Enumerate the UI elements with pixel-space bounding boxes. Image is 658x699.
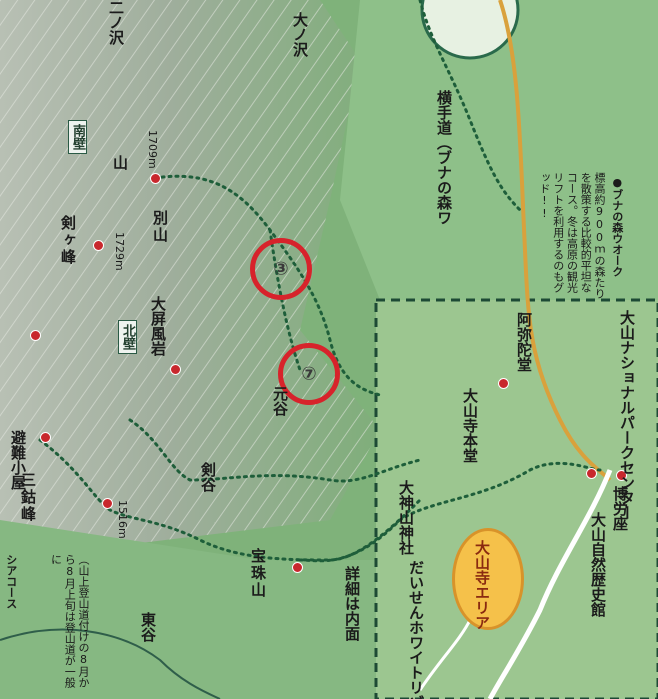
- inset-area: [376, 300, 658, 699]
- label-yokote: 横手道（ブナの森ワ: [435, 90, 453, 225]
- label-inset-note: 詳細は内面: [343, 566, 361, 641]
- trails: [38, 0, 602, 563]
- marker-a[interactable]: ③: [250, 238, 312, 300]
- label-nanpeki: 南壁: [68, 120, 87, 154]
- area-badge-label: 大山寺エリア: [473, 540, 491, 630]
- label-shrine: 大神山神社: [397, 480, 415, 555]
- inset-border: [374, 298, 658, 699]
- pin-tsurugiga[interactable]: [93, 240, 104, 251]
- label-obyobu: 大屏風岩: [149, 296, 167, 356]
- label-onosawa: 大ノ沢: [291, 12, 309, 57]
- label-museum: 大山自然歴史館: [589, 512, 607, 617]
- note-left-title: シアコース: [4, 554, 18, 609]
- pin-sannoza-summit[interactable]: [102, 498, 113, 509]
- area-badge[interactable]: [452, 528, 524, 630]
- label-ninosawa: 二ノ沢: [107, 0, 125, 45]
- label-hokuheki: 北壁: [118, 320, 137, 354]
- lower-forest: [0, 520, 380, 699]
- marker-b[interactable]: ⑦: [278, 343, 340, 405]
- marker-b-label: ⑦: [301, 363, 317, 385]
- pin-hinan[interactable]: [30, 330, 41, 341]
- label-takaragatani: 剣谷: [199, 462, 217, 492]
- pin-sannoza[interactable]: [40, 432, 51, 443]
- path-white: [418, 619, 472, 691]
- upper-right-forest: [340, 0, 658, 300]
- label-mizen-elev: 1709m: [146, 130, 159, 169]
- pin-mizen[interactable]: [150, 173, 161, 184]
- pin-park-center[interactable]: [586, 468, 597, 479]
- label-betsuyama: 別山: [151, 210, 169, 244]
- pin-obyobu[interactable]: [170, 364, 181, 375]
- label-hinan: 避難小屋: [9, 430, 27, 490]
- pin-amida[interactable]: [498, 378, 509, 389]
- label-amida: 阿弥陀堂: [515, 312, 533, 372]
- label-sannoza-elev: 1516m: [116, 500, 129, 539]
- note-left-body: （山上登山道付けの8月から8月上旬は登山道が一般に: [49, 554, 91, 688]
- label-tokyo: 東谷: [139, 612, 157, 642]
- label-mizen: 山: [111, 155, 129, 172]
- label-tsurugiga: 剣ヶ峰: [59, 215, 77, 266]
- note-buna-body: 標高約900ｍの森たりを散策する比較的平坦なコース。冬は高原の観光リフトを利用す…: [538, 172, 606, 299]
- rock-ridges: [0, 0, 380, 560]
- label-park-center: 大山ナショナルパークセンター: [618, 310, 636, 520]
- label-tsurugiga-elev: 1729m: [113, 232, 126, 271]
- label-resort: だいせんホワイトリゾート: [407, 560, 425, 699]
- road-white: [487, 469, 613, 699]
- label-hakuho: 博労座: [611, 486, 629, 531]
- road-orange: [498, 0, 612, 482]
- pin-hakuho[interactable]: [616, 470, 627, 481]
- marker-a-label: ③: [273, 258, 289, 280]
- label-motodani: 元谷: [271, 386, 289, 416]
- river: [0, 628, 221, 699]
- label-sannoza: 三鈷峰: [19, 472, 37, 523]
- pin-hoshu[interactable]: [292, 562, 303, 573]
- label-daisenji: 大山寺本堂: [461, 388, 479, 463]
- label-hoshu: 宝珠山: [249, 548, 267, 599]
- note-buna-title: ●ブナの森ウオーク: [610, 176, 624, 277]
